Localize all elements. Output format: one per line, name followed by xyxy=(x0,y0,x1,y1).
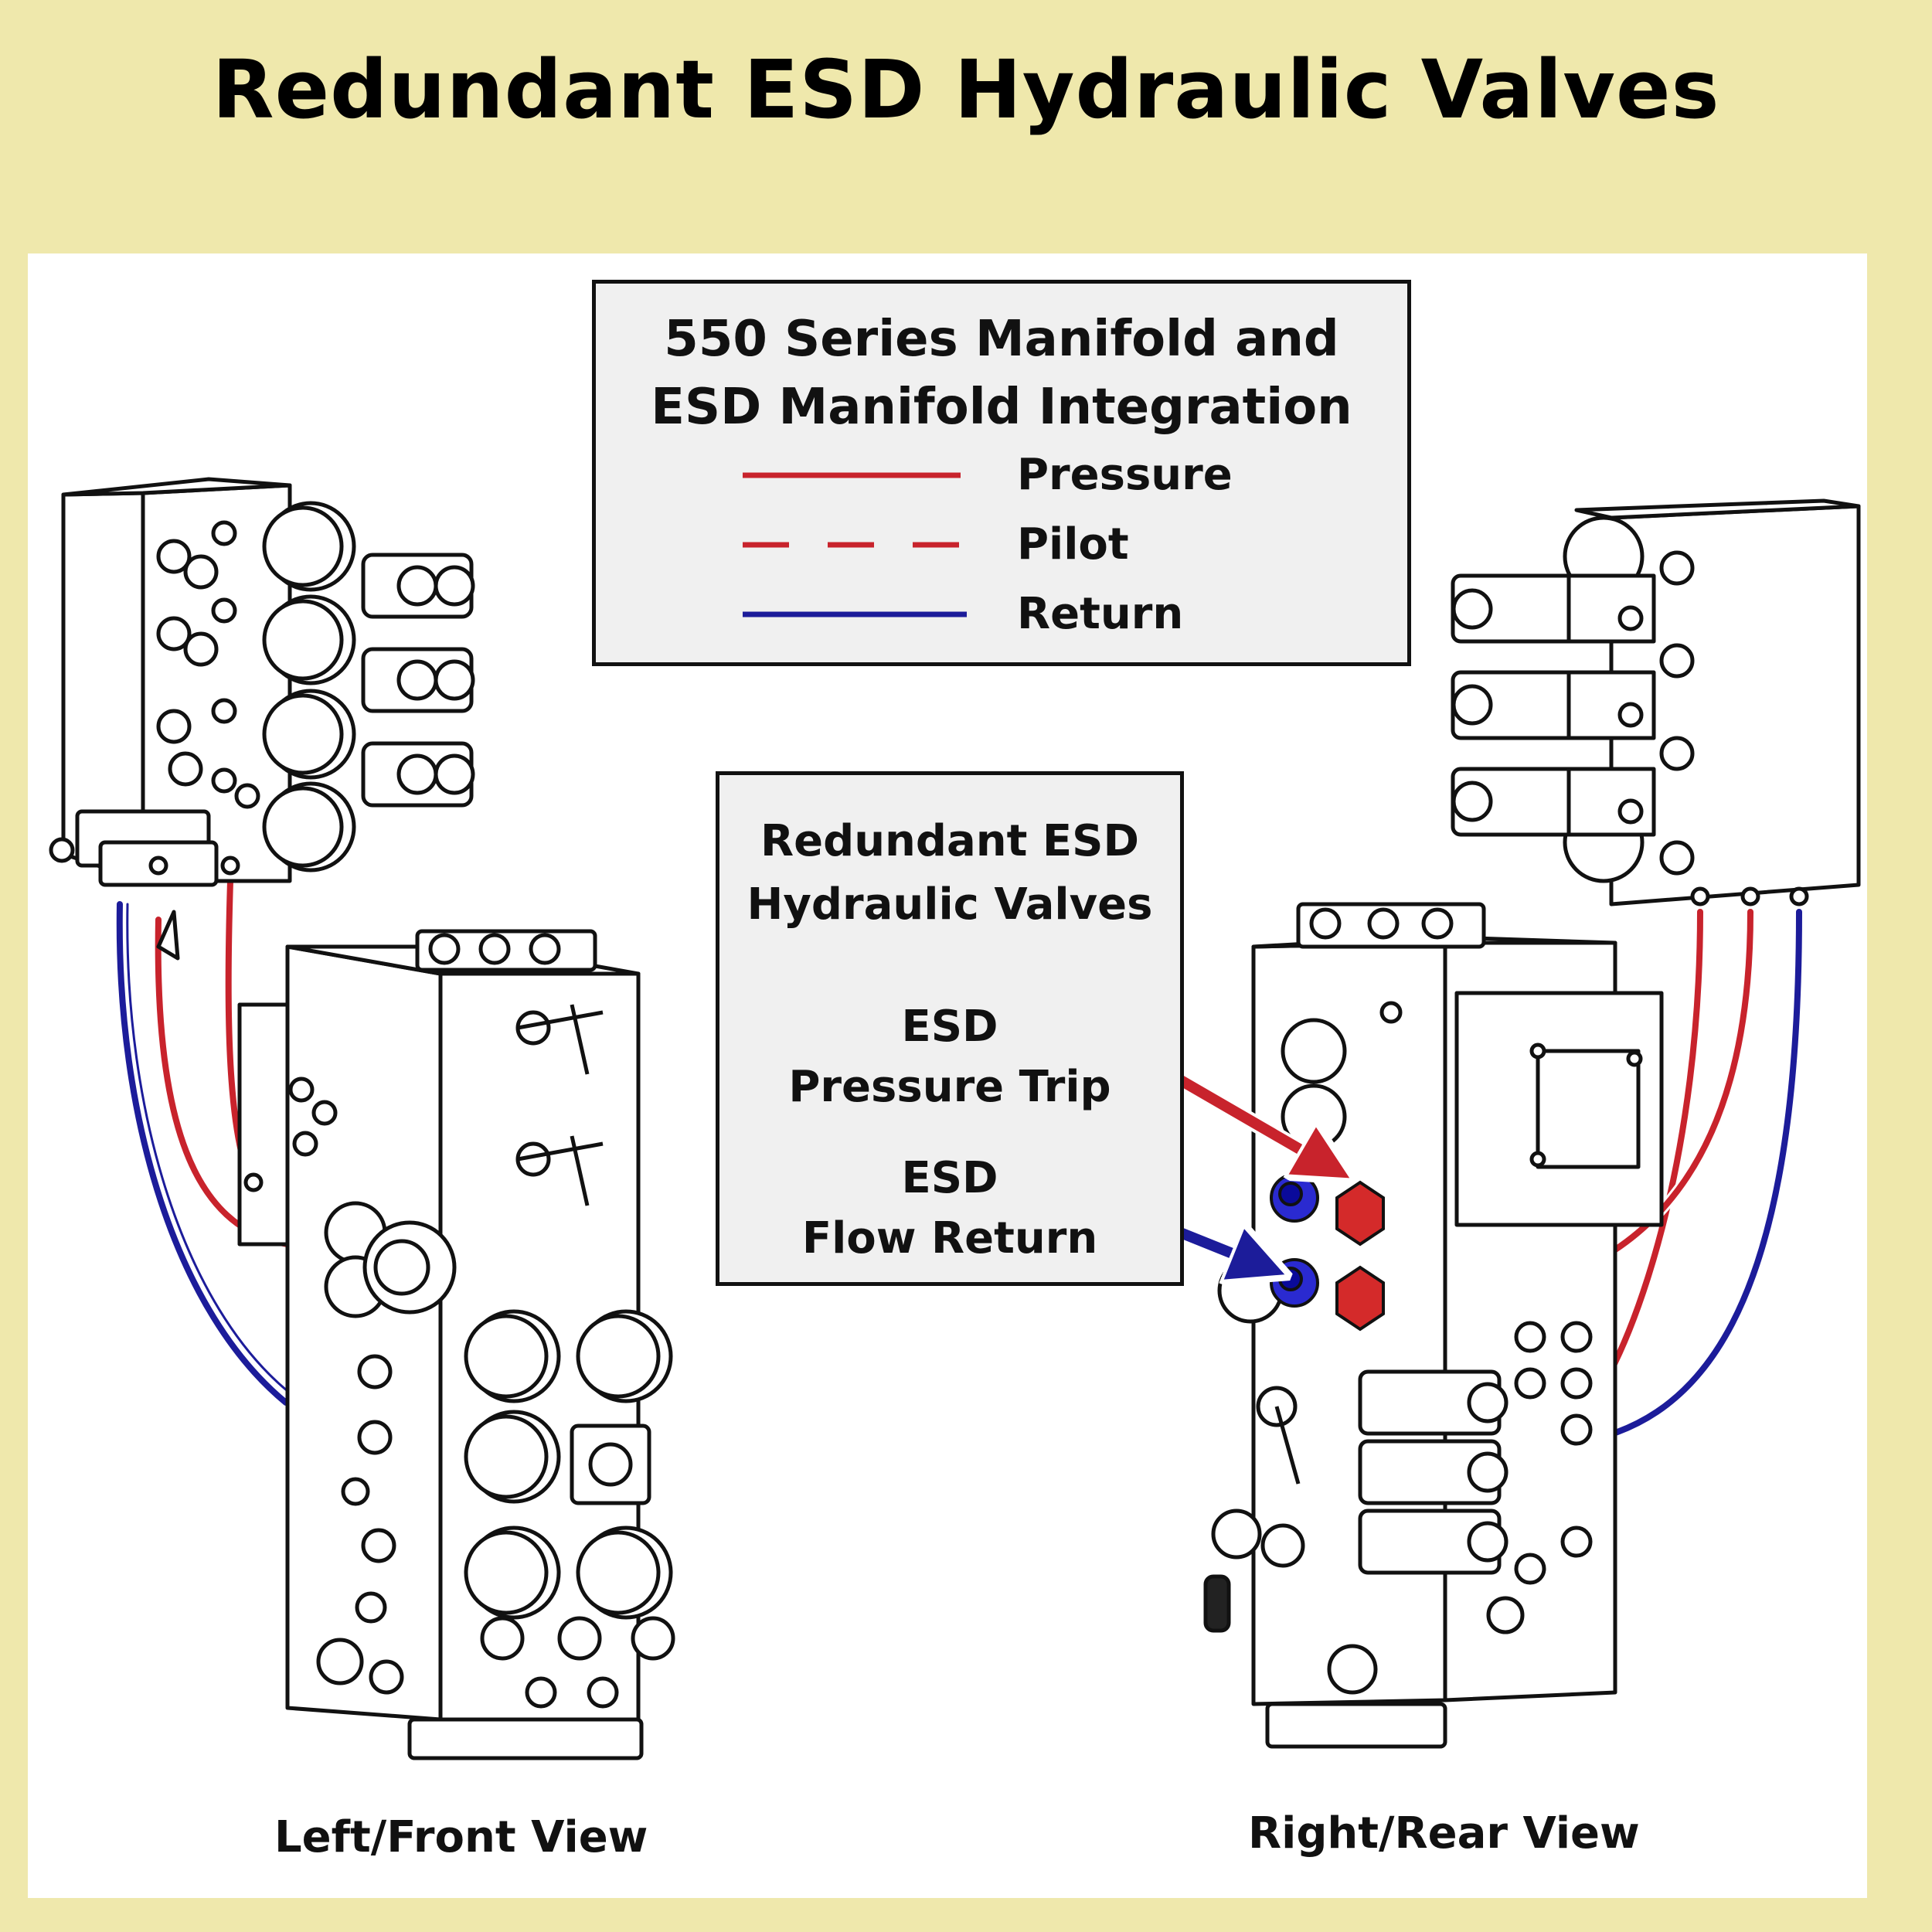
page-title: Redundant ESD Hydraulic Valves xyxy=(212,43,1720,137)
left-main-manifold xyxy=(237,929,675,1760)
callout-return-line2: Flow Return xyxy=(801,1213,1098,1264)
legend-item-pilot: Pilot xyxy=(596,514,1407,583)
callout-trip-line2: Pressure Trip xyxy=(788,1062,1111,1112)
esd-callout-box: Redundant ESD Hydraulic Valves ESD Press… xyxy=(716,771,1184,1286)
return-line-swatch xyxy=(743,611,967,617)
legend-box: 550 Series Manifold and ESD Manifold Int… xyxy=(592,280,1411,666)
callout-title-line2: Hydraulic Valves xyxy=(747,879,1153,930)
legend-label-pressure: Pressure xyxy=(1017,450,1233,500)
left-view-label: Left/Front View xyxy=(274,1812,648,1862)
pilot-line-swatch xyxy=(743,542,967,548)
pressure-line-swatch xyxy=(743,472,961,478)
right-main-manifold xyxy=(1203,902,1664,1749)
left-upper-manifold xyxy=(49,477,475,961)
legend-title-line1: 550 Series Manifold and xyxy=(664,311,1339,368)
legend-title: 550 Series Manifold and ESD Manifold Int… xyxy=(596,305,1407,441)
legend-label-return: Return xyxy=(1017,589,1184,639)
legend-item-return: Return xyxy=(596,583,1407,653)
callout-trip-line1: ESD xyxy=(901,1002,998,1052)
callout-return-line1: ESD xyxy=(901,1153,998,1203)
legend-item-pressure: Pressure xyxy=(596,444,1407,514)
right-view-label: Right/Rear View xyxy=(1248,1808,1640,1859)
legend-title-line2: ESD Manifold Integration xyxy=(651,379,1352,436)
right-upper-manifold xyxy=(1451,498,1861,906)
callout-title-line1: Redundant ESD xyxy=(760,816,1139,866)
legend-label-pilot: Pilot xyxy=(1017,519,1129,570)
